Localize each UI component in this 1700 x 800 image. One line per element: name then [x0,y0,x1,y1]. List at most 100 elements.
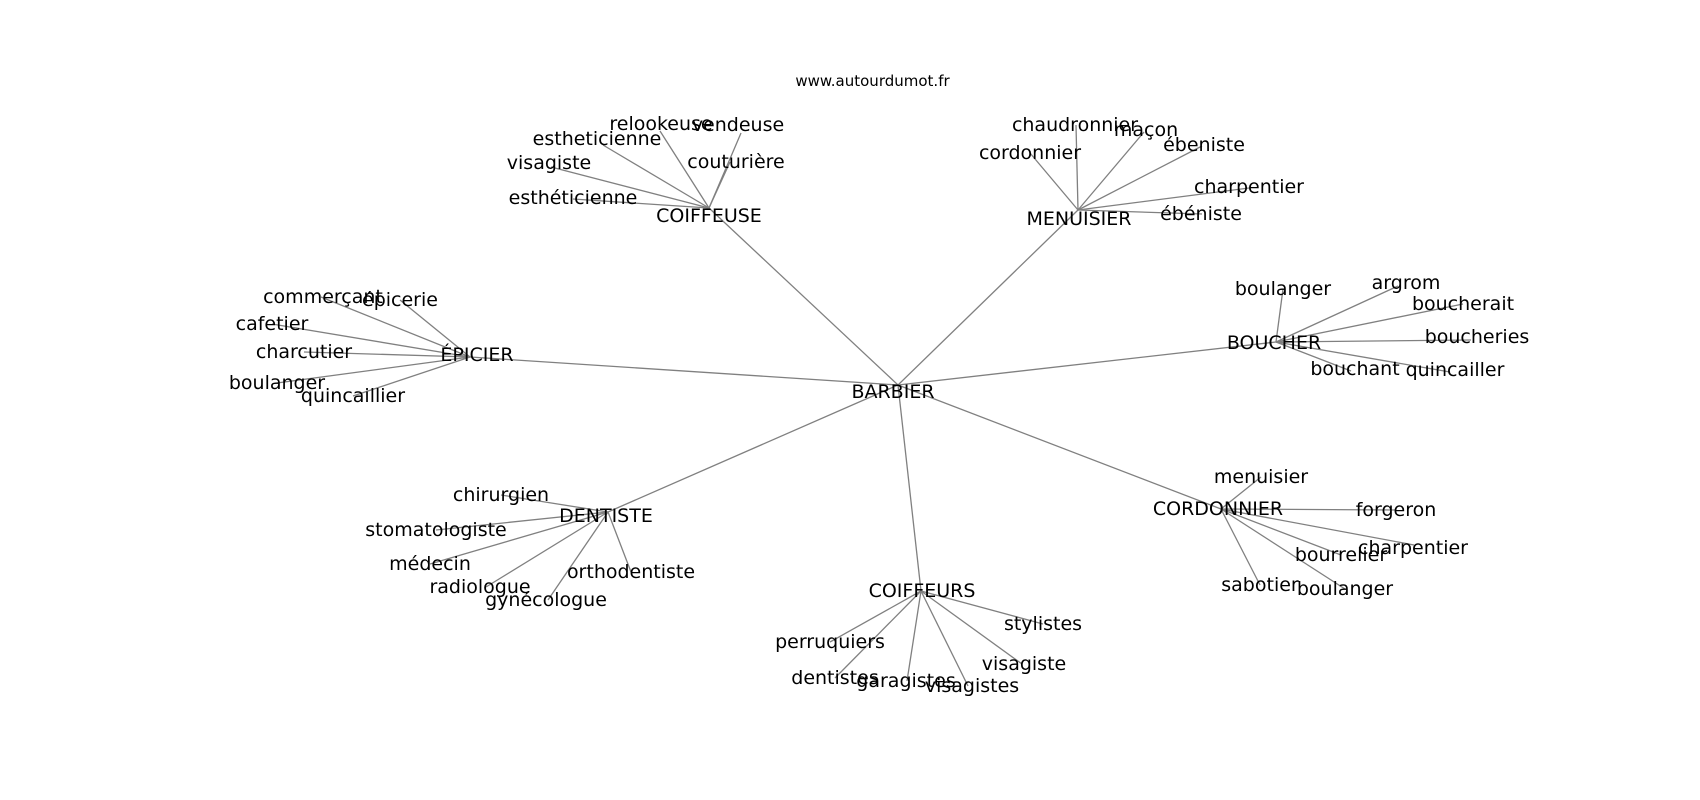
leaf-node-label: boulanger [1235,278,1331,300]
edge-group-4-leaf-4 [906,590,922,682]
leaf-node-label: boulanger [1297,578,1393,600]
edge-group-0-leaf-3 [550,166,710,209]
edge-group-3-leaf-5 [1220,508,1346,590]
leaf-node-label: visagistes [925,675,1019,697]
edge-group-2-leaf-3 [1275,339,1472,343]
edge-hub-0 [708,207,899,386]
edge-group-0-leaf-2 [602,144,710,209]
leaf-node-label: quincaillier [301,385,405,407]
edge-group-2-leaf-1 [1275,285,1399,343]
leaf-node-label: quincailler [1406,359,1505,381]
leaf-node-label: esthéticienne [509,187,638,209]
edge-group-1-leaf-3 [1077,145,1203,211]
edge-group-6-leaf-4 [276,356,471,384]
edge-group-2-leaf-4 [1275,341,1352,372]
edge-hub-4 [897,384,922,592]
edge-group-5-leaf-1 [435,511,609,531]
leaf-node-label: ébeniste [1163,134,1245,156]
edge-group-2-leaf-5 [1275,341,1451,373]
leaf-node-label: bouchant [1310,358,1399,380]
edge-group-6-leaf-5 [352,356,471,397]
leaf-node-label: menuisier [1214,466,1308,488]
leaf-node-label: charpentier [1358,537,1468,559]
edge-group-1-leaf-1 [1077,131,1145,211]
leaf-node-label: sabotier [1221,574,1299,596]
edge-group-3-leaf-3 [1220,508,1342,556]
center-node-label: BARBIER [851,381,934,403]
leaf-node-label: estheticienne [533,128,662,150]
leaf-node-label: perruquiers [775,631,885,653]
leaf-node-label: radiologue [429,576,530,598]
edge-group-4-leaf-2 [920,590,1023,665]
edge-group-1-leaf-0 [1075,124,1079,211]
edge-hub-5 [607,384,899,513]
leaf-node-label: médecin [389,553,471,575]
edge-group-0-leaf-0 [659,130,710,209]
leaf-node-label: garagistes [856,670,955,692]
leaf-node-label: maçon [1114,119,1178,141]
leaf-node-label: gynécologue [485,589,607,611]
group-node-label: DENTISTE [559,505,653,527]
group-node-label: ÉPICIER [440,343,513,366]
leaf-node-label: ébéniste [1160,203,1242,225]
leaf-node-label: argrom [1372,272,1441,294]
group-node-label: CORDONNIER [1153,498,1283,520]
group-node-label: MENUISIER [1027,208,1132,230]
leaf-node-label: stylistes [1004,613,1082,635]
edge-group-5-leaf-5 [547,511,609,601]
edge-group-6-leaf-2 [271,323,471,358]
leaf-node-label: boucheries [1425,326,1530,348]
leaf-node-label: charpentier [1194,176,1304,198]
edge-group-3-leaf-1 [1220,508,1397,511]
edge-hub-1 [897,209,1079,386]
edge-hub-6 [469,356,899,386]
edge-group-0-leaf-5 [572,198,710,209]
edges-layer [271,124,1472,687]
leaf-node-label: bourrelier [1295,544,1388,566]
labels-layer: relookeusevendeuseestheticiennevisagiste… [229,113,1529,697]
edge-group-5-leaf-4 [485,511,609,588]
leaf-node-label: visagiste [507,152,591,174]
leaf-node-label: chaudronnier [1012,114,1138,136]
group-node-label: COIFFEURS [869,580,976,602]
leaf-node-label: commerçant [263,286,383,308]
edge-group-5-leaf-2 [429,511,609,565]
edge-group-1-leaf-2 [1029,152,1079,211]
leaf-node-label: boulanger [229,372,325,394]
edge-group-5-leaf-0 [500,494,609,513]
source-label: www.autourdumot.fr [795,72,950,90]
edge-group-6-leaf-0 [320,296,471,358]
leaf-node-label: épicerie [362,289,438,311]
edge-group-3-leaf-2 [1220,508,1415,546]
edge-group-3-leaf-0 [1220,476,1262,510]
leaf-node-label: chirurgien [453,484,549,506]
leaf-node-label: orthodentiste [567,561,695,583]
edge-group-6-leaf-1 [399,299,471,358]
leaf-node-label: cordonnier [979,142,1081,164]
leaf-node-label: relookeuse [609,113,712,135]
edge-group-0-leaf-4 [708,161,731,209]
edge-hub-2 [897,341,1277,386]
edge-hub-3 [897,384,1222,510]
leaf-node-label: dentistes [791,667,878,689]
edge-group-4-leaf-1 [829,590,922,643]
leaf-node-label: charcutier [256,341,352,363]
edge-group-5-leaf-3 [607,511,632,573]
edge-group-4-leaf-0 [920,590,1044,625]
leaf-node-label: cafetier [236,313,309,335]
edge-group-6-leaf-3 [303,351,471,358]
edge-group-2-leaf-0 [1275,288,1284,343]
group-node-label: COIFFEUSE [656,205,762,227]
edge-group-4-leaf-3 [834,590,922,679]
leaf-node-label: stomatologiste [365,519,506,541]
leaf-node-label: couturière [687,151,784,173]
edge-group-2-leaf-2 [1275,303,1464,343]
group-node-label: BOUCHER [1227,332,1321,354]
edge-group-4-leaf-5 [920,590,969,687]
edge-group-1-leaf-5 [1077,209,1203,215]
edge-group-3-leaf-4 [1220,508,1261,586]
leaf-node-label: boucherait [1412,293,1514,315]
edge-group-1-leaf-4 [1077,187,1250,211]
leaf-node-label: visagiste [982,653,1066,675]
